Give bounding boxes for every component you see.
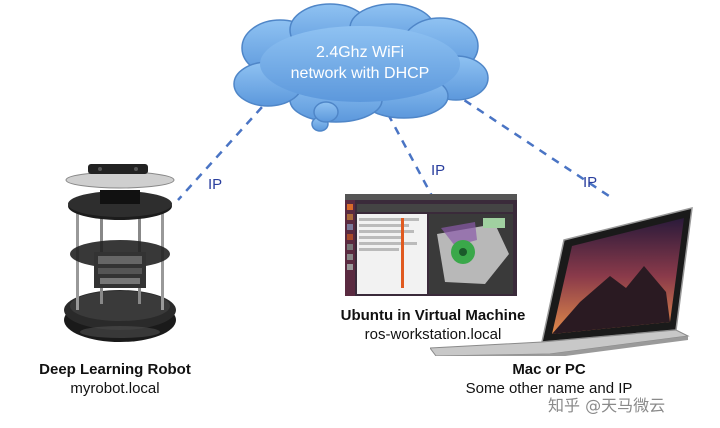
- mac-title: Mac or PC: [512, 361, 586, 378]
- link-cloud-vm: [386, 113, 434, 197]
- robot-node-label: Deep Learning Robot myrobot.local: [20, 360, 210, 398]
- vm-hostname: ros-workstation.local: [364, 326, 502, 343]
- vm-title: Ubuntu in Virtual Machine: [340, 307, 526, 324]
- robot-hostname: myrobot.local: [70, 380, 160, 397]
- vm-node-label: Ubuntu in Virtual Machine ros-workstatio…: [310, 306, 556, 344]
- ip-label-robot: IP: [208, 176, 223, 193]
- robot-title: Deep Learning Robot: [39, 361, 191, 378]
- laptop-icon: [430, 207, 693, 356]
- mac-node-label: Mac or PC Some other name and IP: [446, 360, 652, 398]
- ip-label-vm: IP: [431, 162, 446, 179]
- cloud-label-line2: network with DHCP: [290, 65, 430, 82]
- watermark-text: 知乎 @天马微云: [548, 396, 666, 415]
- ubuntu-vm-screen-icon: [345, 194, 517, 296]
- cloud-label-line1: 2.4Ghz WiFi: [315, 44, 404, 61]
- cloud-label: 2.4Ghz WiFi network with DHCP: [255, 42, 465, 84]
- robot-icon: [64, 164, 176, 342]
- link-cloud-mac: [451, 90, 613, 200]
- ip-label-mac: IP: [583, 174, 598, 191]
- mac-hostname: Some other name and IP: [465, 380, 633, 397]
